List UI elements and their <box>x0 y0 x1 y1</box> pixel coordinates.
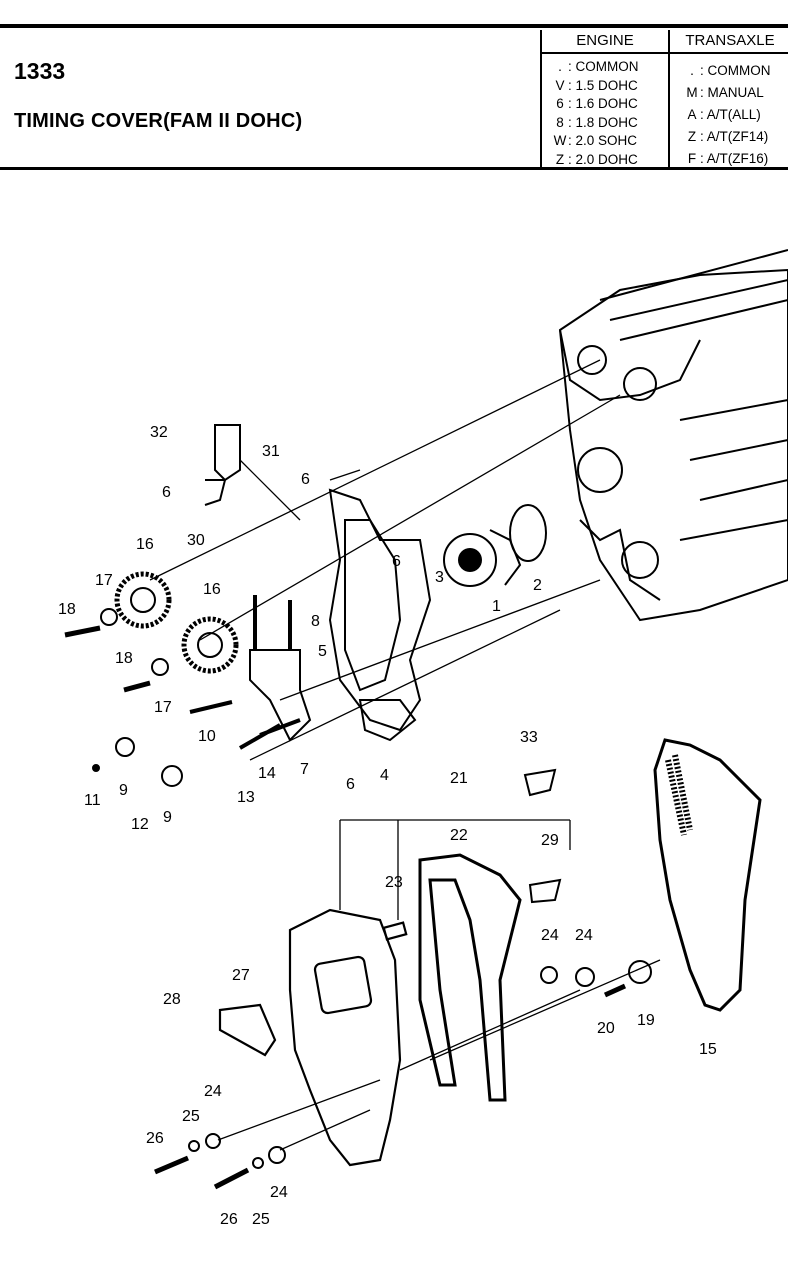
callout-24: 24 <box>541 927 559 944</box>
small-bracket-drawings <box>204 424 562 904</box>
engine-row: .: COMMON <box>558 59 639 74</box>
callout-24: 24 <box>575 927 593 944</box>
callout-5: 5 <box>318 643 327 660</box>
callout-27: 27 <box>232 967 250 984</box>
engine-row: 8: 1.8 DOHC <box>556 114 638 130</box>
callout-14: 14 <box>258 765 276 782</box>
page-number: 1333 <box>14 58 66 84</box>
transaxle-row: .: COMMON <box>690 63 771 78</box>
callout-8: 8 <box>311 613 320 630</box>
callout-6: 6 <box>162 484 171 501</box>
callout-6: 6 <box>346 776 355 793</box>
callout-7: 7 <box>300 761 309 778</box>
callout-26: 26 <box>220 1211 238 1228</box>
callout-32: 32 <box>150 424 168 441</box>
callout-21: 21 <box>450 770 468 787</box>
tensioner-bracket-drawing <box>92 595 312 787</box>
callout-24: 24 <box>270 1184 288 1201</box>
callout-31: 31 <box>262 443 280 460</box>
transaxle-row: M: MANUAL <box>686 85 764 100</box>
callout-24: 24 <box>204 1083 222 1100</box>
callout-labels: 1 2 3 4 5 6 6 6 6 7 8 9 9 10 11 12 13 14… <box>58 424 717 1228</box>
top-rule <box>0 24 788 28</box>
transaxle-row: A: A/T(ALL) <box>687 107 761 122</box>
callout-20: 20 <box>597 1020 615 1037</box>
callout-15: 15 <box>699 1041 717 1058</box>
callout-28: 28 <box>163 991 181 1008</box>
callout-3: 3 <box>435 569 444 586</box>
callout-18: 18 <box>58 601 76 618</box>
callout-30: 30 <box>187 532 205 549</box>
engine-code-table: ENGINE .: COMMON V: 1.5 DOHC 6: 1.6 DOHC… <box>540 30 668 168</box>
engine-block-drawing <box>558 249 788 622</box>
callout-2: 2 <box>533 577 542 594</box>
callout-12: 12 <box>131 816 149 833</box>
callout-25: 25 <box>182 1108 200 1125</box>
leader-lines <box>149 359 661 1151</box>
lower-cover-drawing <box>218 908 408 1167</box>
engine-row: 6: 1.6 DOHC <box>556 96 638 111</box>
engine-row: Z: 2.0 DOHC <box>555 151 638 167</box>
callout-16: 16 <box>203 581 221 598</box>
callout-29: 29 <box>541 832 559 849</box>
callout-19: 19 <box>637 1012 655 1029</box>
transaxle-code-table: TRANSAXLE .: COMMON M: MANUAL A: A/T(ALL… <box>668 30 788 168</box>
callout-10: 10 <box>198 728 216 745</box>
engine-row: W: 2.0 SOHC <box>553 133 638 148</box>
callout-4: 4 <box>380 767 389 784</box>
transaxle-row: Z: A/T(ZF14) <box>687 129 769 144</box>
transaxle-row: F: A/T(ZF16) <box>687 151 769 166</box>
callout-26: 26 <box>146 1130 164 1147</box>
callout-23: 23 <box>385 874 403 891</box>
camshaft-gear-drawings <box>64 571 239 693</box>
front-cover-drawing <box>328 488 432 732</box>
callout-9: 9 <box>119 782 128 799</box>
callout-1: 1 <box>492 598 501 615</box>
transaxle-heading: TRANSAXLE <box>670 30 788 54</box>
idler-pulley-drawings <box>154 960 652 1190</box>
bottom-rule <box>0 167 788 170</box>
callout-6: 6 <box>392 553 401 570</box>
callout-6: 6 <box>301 471 310 488</box>
timing-belt-drawings <box>418 738 762 1102</box>
callout-16: 16 <box>136 536 154 553</box>
callout-25: 25 <box>252 1211 270 1228</box>
callout-17: 17 <box>154 699 172 716</box>
callout-11: 11 <box>84 792 101 809</box>
callout-13: 13 <box>237 789 255 806</box>
water-pump-drawing <box>443 504 547 587</box>
callout-17: 17 <box>95 572 113 589</box>
engine-row: V: 1.5 DOHC <box>555 77 638 93</box>
callout-18: 18 <box>115 650 133 667</box>
callout-9: 9 <box>163 809 172 826</box>
page-title: TIMING COVER(FAM II DOHC) <box>14 110 303 132</box>
callout-22: 22 <box>450 827 468 844</box>
engine-heading: ENGINE <box>542 30 668 54</box>
callout-33: 33 <box>520 729 538 746</box>
